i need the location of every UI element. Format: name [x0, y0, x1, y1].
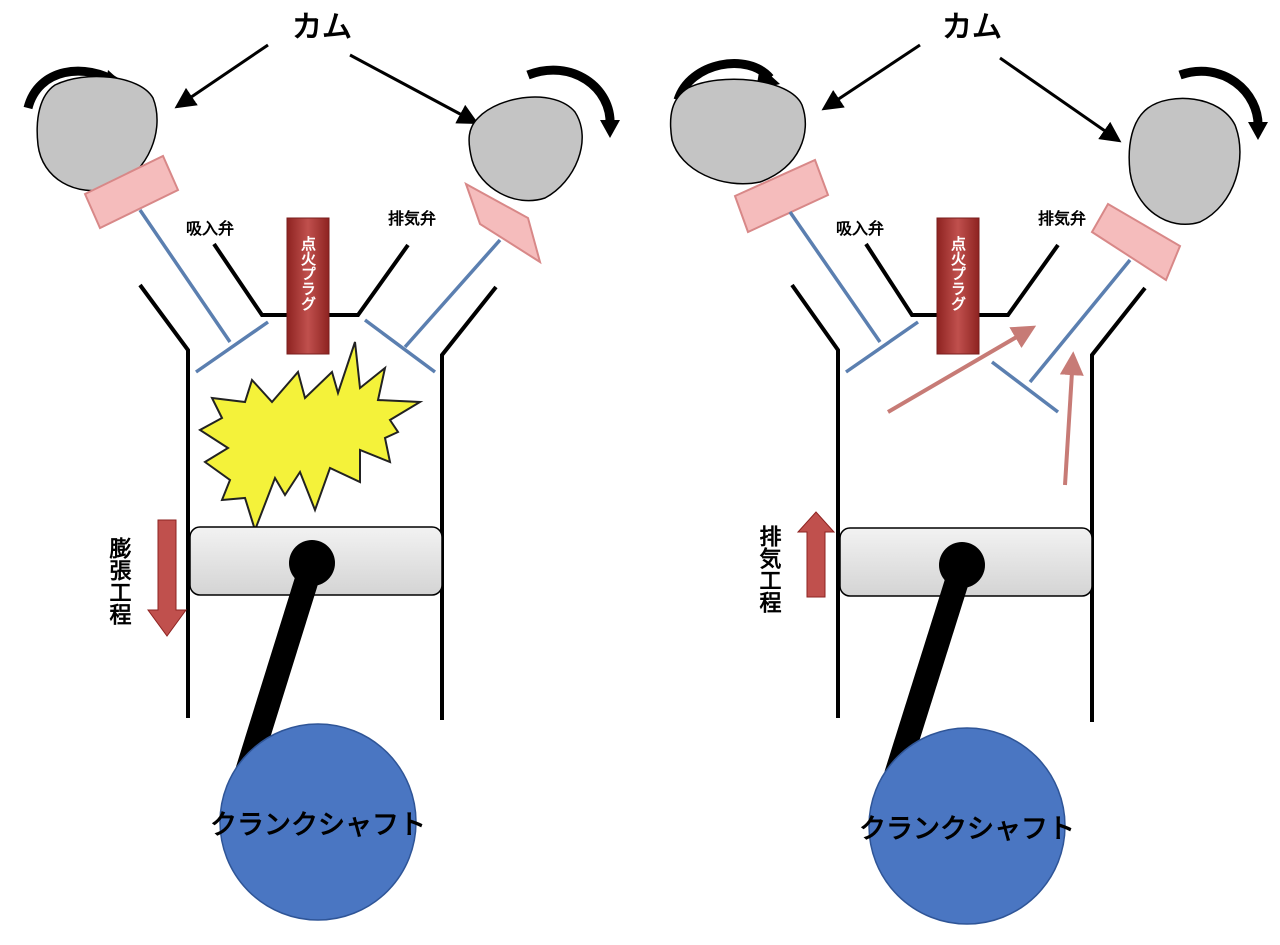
exhaust-flow-arrow: [886, 325, 1037, 414]
spark-plug-label: 点火プラグ: [299, 236, 317, 311]
curved-arrow-icon: [526, 65, 615, 126]
exhaust-flow-arrow: [1059, 351, 1084, 486]
cam-pointer-arrow: [174, 43, 269, 109]
connecting-rod: [884, 561, 974, 779]
exhaust-valve-stem: [403, 238, 502, 349]
curved-arrow-icon: [600, 120, 620, 138]
block-arrow-icon: [796, 511, 836, 598]
intake-valve-head: [845, 320, 919, 374]
crankshaft: [868, 727, 1066, 925]
exhaust-cam: [1128, 97, 1241, 225]
piston-pin: [939, 542, 985, 588]
intake-rocker: [83, 154, 180, 230]
cylinder-wall-left: [138, 283, 190, 718]
exhaust-valve-label: 排気弁: [1038, 209, 1086, 228]
intake-rocker: [733, 158, 830, 234]
exhaust-valve-stem: [1028, 258, 1132, 384]
crankshaft: [219, 723, 417, 921]
exhaust-cam: [468, 96, 583, 202]
intake-valve-label: 吸入弁: [836, 219, 884, 238]
exhaust-valve-head: [363, 318, 437, 374]
cylinder-wall-right: [1090, 286, 1147, 722]
cam-pointer-arrow: [821, 43, 921, 111]
curved-arrow-icon: [1178, 66, 1263, 129]
piston-pin: [289, 540, 335, 586]
cam-label: カム: [292, 10, 352, 45]
exhaust-valve-head: [990, 360, 1060, 414]
spark-plug: [936, 217, 980, 355]
curved-arrow-icon: [1248, 122, 1268, 140]
exhaust-rocker: [464, 181, 542, 265]
spark-plug-label: 点火プラグ: [949, 236, 967, 311]
stroke-label: 排気工程: [756, 525, 782, 613]
cam-label: カム: [942, 10, 1002, 45]
cam-pointer-arrow: [999, 56, 1122, 143]
cylinder-wall-left: [790, 283, 840, 718]
cylinder-wall-right: [440, 285, 498, 720]
stroke-label: 膨張工程: [106, 537, 133, 625]
panel-exhaust: カム 吸入弁 排気弁 点火プラグ: [669, 10, 1268, 925]
cam-pointer-arrow: [349, 53, 479, 124]
crankshaft-label: クランクシャフト: [210, 810, 426, 841]
block-arrow-icon: [147, 519, 187, 637]
spark-plug: [286, 217, 330, 355]
panel-expansion: カム 吸入弁 排気弁 点火プラグ: [23, 10, 620, 921]
intake-valve-head: [195, 320, 269, 374]
intake-cam: [669, 78, 806, 185]
intake-valve-label: 吸入弁: [186, 219, 234, 238]
exhaust-valve-label: 排気弁: [388, 209, 436, 228]
intake-valve-stem: [788, 211, 882, 343]
intake-valve-stem: [138, 209, 232, 343]
explosion-starburst-icon: [198, 341, 424, 534]
crankshaft-label: クランクシャフト: [859, 814, 1075, 845]
connecting-rod: [234, 559, 324, 779]
exhaust-rocker: [1090, 202, 1182, 282]
